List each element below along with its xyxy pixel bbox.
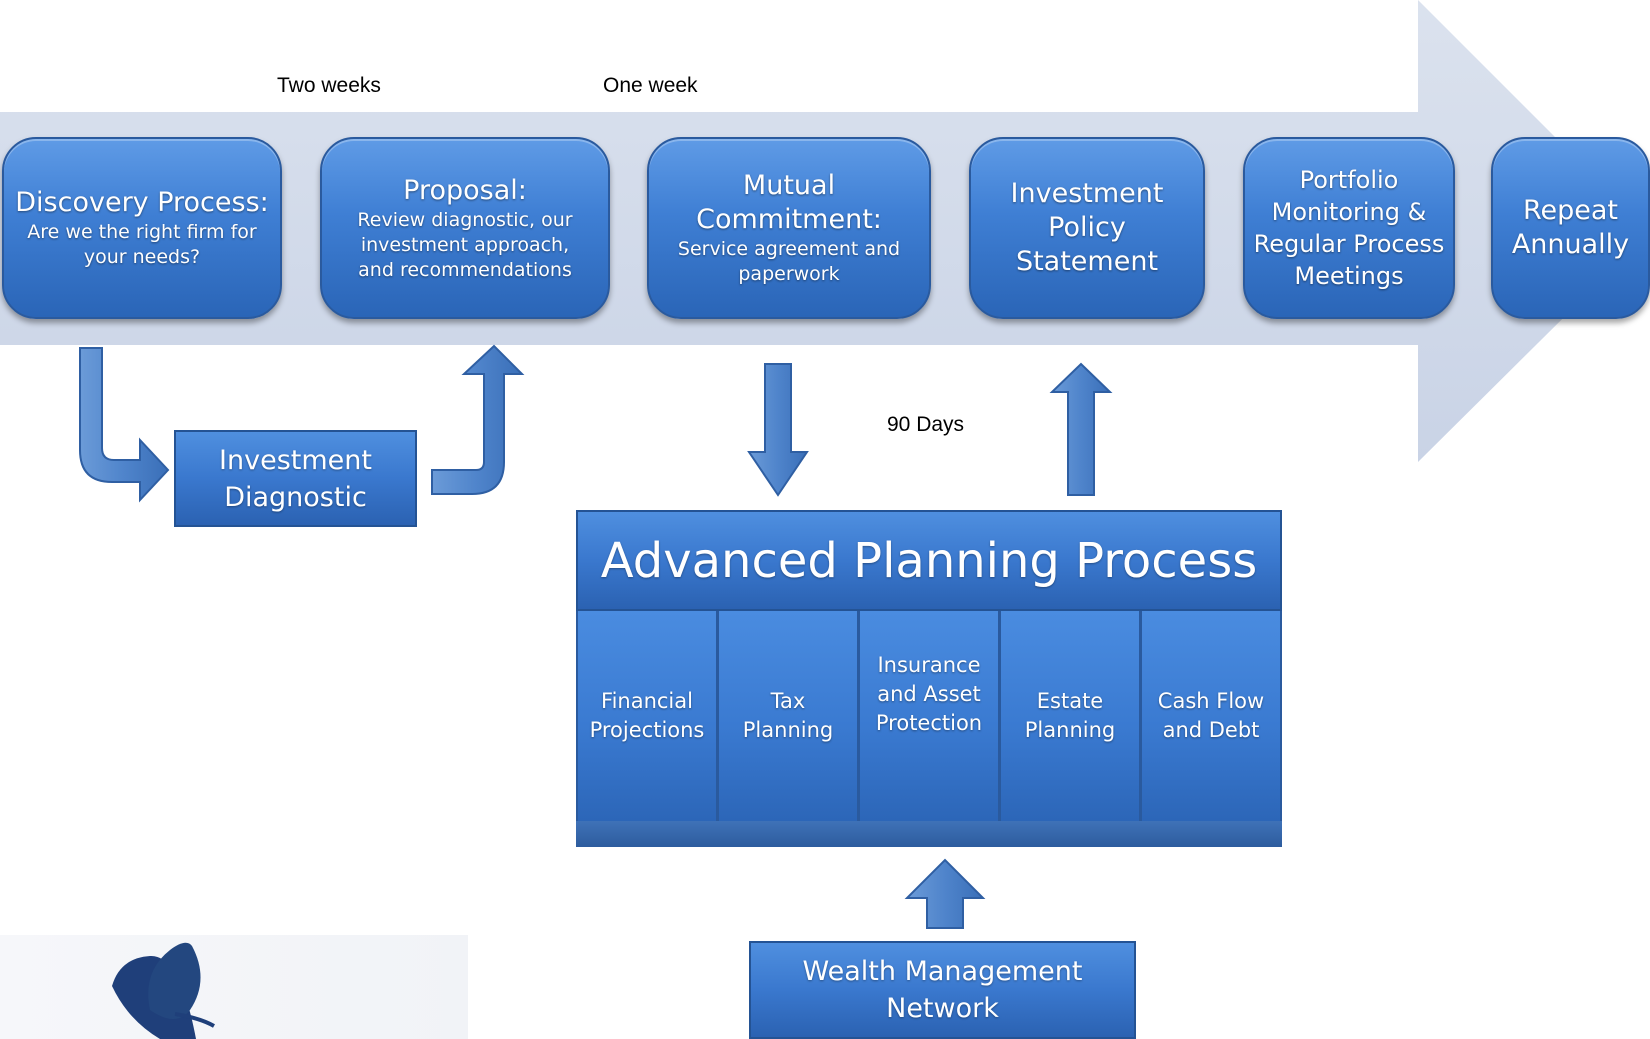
- planning-column-financial-projections: Financial Projections: [576, 611, 718, 821]
- logo-backdrop: [0, 935, 468, 1039]
- step-repeat-annually: Repeat Annually: [1491, 137, 1650, 319]
- planning-column-tax-planning: Tax Planning: [717, 611, 859, 821]
- step-portfolio-monitoring: Portfolio Monitoring & Regular Process M…: [1243, 137, 1455, 319]
- up-arrow-icon: [1049, 362, 1113, 496]
- step-mutual-commitment: Mutual Commitment: Service agreement and…: [647, 137, 931, 319]
- down-arrow-icon: [747, 363, 809, 497]
- column-line: Planning: [742, 718, 834, 742]
- planning-base: [576, 821, 1282, 847]
- column-line: Projections: [589, 718, 705, 742]
- step-subtitle: Service agreement and paperwork: [677, 238, 901, 285]
- planning-column-cash-flow-debt: Cash Flow and Debt: [1140, 611, 1282, 821]
- up-arrow-icon: [904, 858, 986, 929]
- step-title: Discovery Process:: [15, 187, 269, 218]
- step-investment-policy-statement: Investment Policy Statement: [969, 137, 1205, 319]
- step-title: Portfolio Monitoring & Regular Process M…: [1253, 166, 1445, 290]
- column-line: Insurance: [877, 653, 981, 677]
- column-line: Estate: [1036, 689, 1104, 713]
- step-title: Investment Policy Statement: [1010, 178, 1164, 277]
- step-discovery: Discovery Process: Are we the right firm…: [2, 137, 282, 319]
- duration-label-one-week: One week: [603, 74, 698, 97]
- step-title: Repeat Annually: [1511, 195, 1630, 260]
- advanced-planning-header: Advanced Planning Process: [576, 510, 1282, 611]
- planning-column-insurance-asset-protection: Insurance and Asset Protection: [858, 611, 1000, 821]
- advanced-planning-title: Advanced Planning Process: [600, 532, 1258, 589]
- investment-diagnostic-label: Investment Diagnostic: [219, 444, 372, 513]
- wealth-management-network-label: Wealth Management Network: [802, 956, 1083, 1024]
- up-arrow-icon: [431, 344, 525, 495]
- planning-column-estate-planning: Estate Planning: [999, 611, 1141, 821]
- column-line: Financial: [601, 689, 693, 713]
- column-line: Protection: [875, 711, 983, 735]
- leaf-logo-icon: [112, 942, 215, 1039]
- step-title: Mutual Commitment:: [696, 170, 882, 235]
- wealth-management-network-box: Wealth Management Network: [749, 941, 1136, 1039]
- step-subtitle: Are we the right firm for your needs?: [27, 221, 257, 268]
- column-line: Planning: [1024, 718, 1116, 742]
- duration-label-two-weeks: Two weeks: [277, 74, 381, 97]
- investment-diagnostic-box: Investment Diagnostic: [174, 430, 417, 527]
- column-line: Cash Flow: [1157, 689, 1265, 713]
- down-right-arrow-icon: [79, 347, 170, 503]
- step-proposal: Proposal: Review diagnostic, our investm…: [320, 137, 610, 319]
- column-line: Tax: [770, 689, 806, 713]
- step-title: Proposal:: [403, 174, 527, 206]
- step-subtitle: Review diagnostic, our investment approa…: [357, 208, 573, 281]
- column-line: and Debt: [1162, 718, 1260, 742]
- column-line: and Asset: [877, 682, 981, 706]
- duration-label-90-days: 90 Days: [887, 413, 965, 436]
